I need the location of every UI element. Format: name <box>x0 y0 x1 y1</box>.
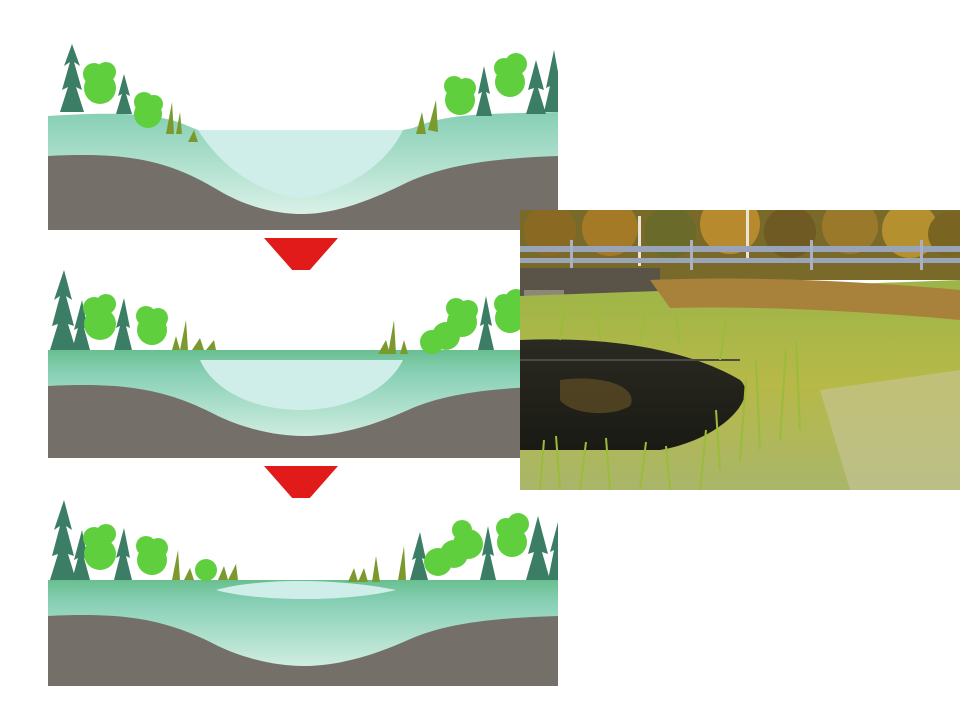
succession-stage-3-diagram <box>48 498 558 686</box>
bedrock-layer <box>48 615 558 686</box>
succession-stage-1-panel <box>48 42 558 230</box>
trees-right <box>416 50 558 134</box>
bedrock-layer <box>48 385 558 458</box>
trees-left <box>60 44 198 142</box>
trees-left <box>50 500 238 581</box>
pond-water <box>216 581 396 599</box>
succession-stage-2-panel <box>48 270 558 458</box>
marsh-photo <box>520 210 960 490</box>
trees-left <box>50 270 216 350</box>
pond-water <box>198 130 403 198</box>
trees-right <box>348 513 558 582</box>
transition-arrow-1 <box>264 238 338 302</box>
down-arrow-icon <box>264 238 338 300</box>
bedrock-layer <box>48 155 558 230</box>
succession-stage-2-diagram <box>48 270 558 458</box>
succession-stage-1-diagram <box>48 42 558 230</box>
transition-arrow-2 <box>264 466 338 530</box>
pond-water <box>200 360 403 410</box>
succession-stage-3-panel <box>48 498 558 686</box>
marsh-photo-image <box>520 210 960 490</box>
down-arrow-icon <box>264 466 338 528</box>
pond-water <box>520 339 746 450</box>
